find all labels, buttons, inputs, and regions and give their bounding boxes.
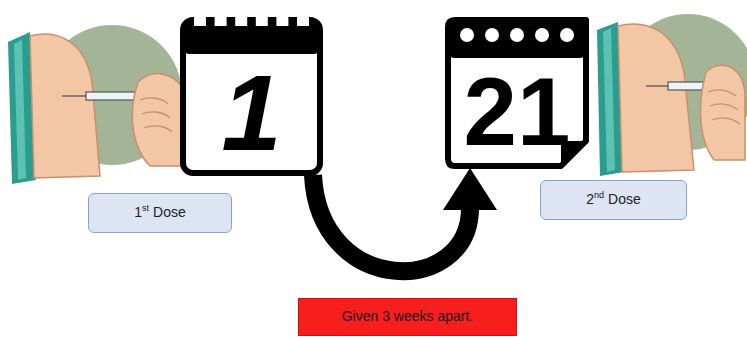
calendar-ring xyxy=(510,28,524,42)
text-holder: Given 3 weeks apart. xyxy=(299,299,516,335)
curved-arrow xyxy=(313,168,497,271)
text-holder: 1st Dose xyxy=(89,194,231,232)
calendar-notch xyxy=(256,14,268,26)
upper-arm xyxy=(618,24,694,172)
needle xyxy=(62,95,86,97)
ordinal-suffix: st xyxy=(142,204,149,214)
calendar-notch xyxy=(215,14,227,26)
day-number: 1 xyxy=(221,59,281,167)
ordinal-suffix: nd xyxy=(594,191,604,201)
day-number: 21 xyxy=(464,64,571,160)
calendar-node: 1 xyxy=(180,14,323,176)
text-holder: 21 xyxy=(451,61,583,163)
injection-illustration xyxy=(8,25,192,184)
calendar-ring xyxy=(560,28,574,42)
calendar-node: 21 xyxy=(445,17,589,169)
fingers xyxy=(140,98,172,132)
calendar-band xyxy=(448,20,586,58)
calendar-notch xyxy=(235,14,247,26)
note-box: Given 3 weeks apart. xyxy=(298,298,517,336)
dose-label-box: 1st Dose xyxy=(88,193,232,233)
calendar-notch xyxy=(297,14,309,26)
calendar-notch xyxy=(276,14,288,26)
note-text: Given 3 weeks apart. xyxy=(342,308,474,326)
arrow-head xyxy=(443,168,497,210)
calendar-ring xyxy=(460,28,474,42)
injection-illustration xyxy=(597,14,747,176)
calendar-ring xyxy=(535,28,549,42)
sleeve-highlight xyxy=(603,28,615,172)
hand xyxy=(700,65,745,160)
fingers xyxy=(708,90,740,124)
upper-arm xyxy=(30,34,100,178)
calendar-notch xyxy=(194,14,206,26)
sleeve-highlight xyxy=(14,40,26,180)
calendar-body xyxy=(183,20,320,173)
calendar-body xyxy=(448,20,586,166)
needle xyxy=(646,85,668,87)
dose-label: 2nd Dose xyxy=(586,191,641,209)
dose-label: 1st Dose xyxy=(134,204,185,222)
text-holder: 1 xyxy=(186,56,317,170)
arrow-shaft xyxy=(313,175,470,271)
dose-label-box: 2nd Dose xyxy=(540,180,687,220)
calendar-ring xyxy=(485,28,499,42)
text-holder: 2nd Dose xyxy=(541,181,686,219)
